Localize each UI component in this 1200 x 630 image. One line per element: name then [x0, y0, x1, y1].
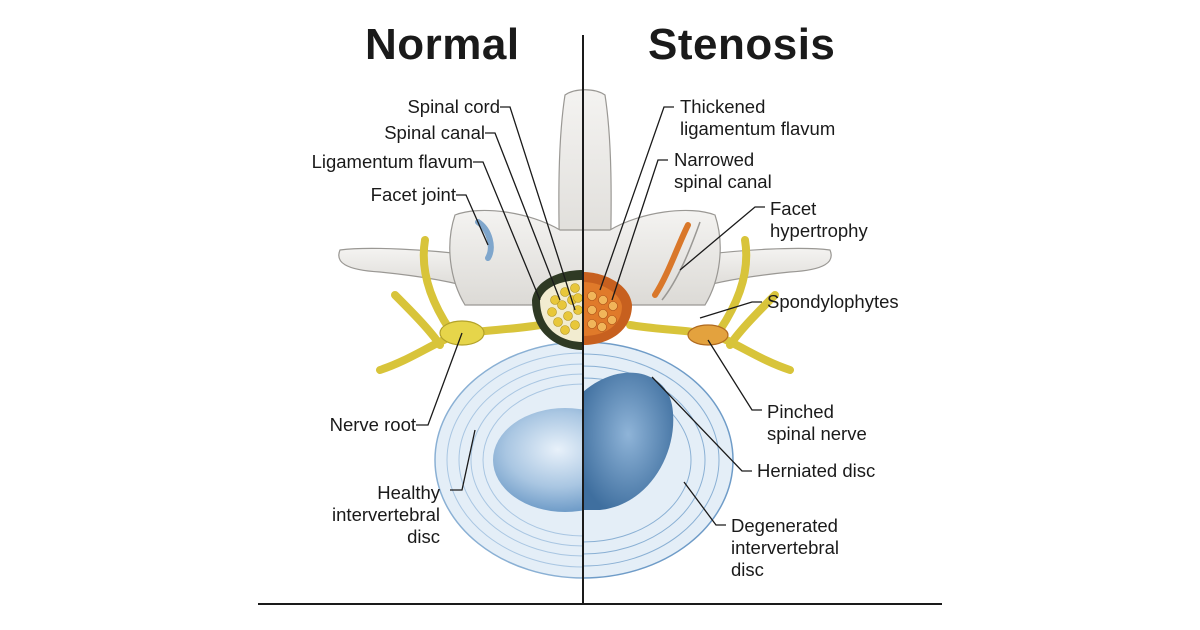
- leader-nerve-root: [416, 332, 463, 426]
- title-normal: Normal: [365, 20, 520, 69]
- leader-ligamentum-flavum: [473, 161, 541, 301]
- label-narrowed-canal: Narrowed spinal canal: [674, 149, 772, 192]
- label-pinched-nerve: Pinched spinal nerve: [767, 401, 867, 444]
- leader-facet-joint: [456, 194, 489, 246]
- leader-spinal-cord: [500, 106, 576, 311]
- label-ligamentum-flavum: Ligamentum flavum: [311, 151, 473, 172]
- leader-degenerated-disc: [683, 481, 726, 526]
- left-facet-joint: [475, 219, 494, 261]
- label-thickened-lf: Thickened ligamentum flavum: [680, 96, 836, 139]
- leader-spondylophytes: [699, 301, 762, 319]
- label-facet-hypertrophy: Facet hypertrophy: [770, 198, 868, 241]
- label-spondylophytes: Spondylophytes: [767, 291, 899, 312]
- label-spinal-cord: Spinal cord: [407, 96, 500, 117]
- posterior-arch: [449, 209, 721, 306]
- leader-healthy-disc: [450, 429, 476, 491]
- label-nerve-root: Nerve root: [329, 414, 416, 435]
- label-spinal-canal: Spinal canal: [384, 122, 485, 143]
- right-transverse-process: [689, 247, 832, 291]
- right-facet-joint-hypertrophy: [652, 222, 691, 298]
- spinous-process: [558, 89, 612, 271]
- leader-spinal-canal: [485, 132, 561, 301]
- label-herniated-disc: Herniated disc: [757, 460, 876, 481]
- label-facet-joint: Facet joint: [370, 184, 456, 205]
- leader-pinched-nerve: [707, 339, 762, 411]
- leader-narrowed-canal: [611, 159, 668, 301]
- leader-herniated-disc: [651, 376, 752, 472]
- title-stenosis: Stenosis: [648, 20, 836, 69]
- leader-facet-hypertrophy: [679, 206, 765, 271]
- label-healthy-disc: Healthy intervertebral disc: [332, 482, 440, 547]
- healthy-nucleus: [493, 408, 583, 512]
- leader-thickened-lf: [599, 106, 674, 291]
- herniated-nucleus: [583, 372, 674, 510]
- label-degenerated-disc: Degenerated intervertebral disc: [731, 515, 839, 580]
- left-transverse-process: [338, 247, 481, 291]
